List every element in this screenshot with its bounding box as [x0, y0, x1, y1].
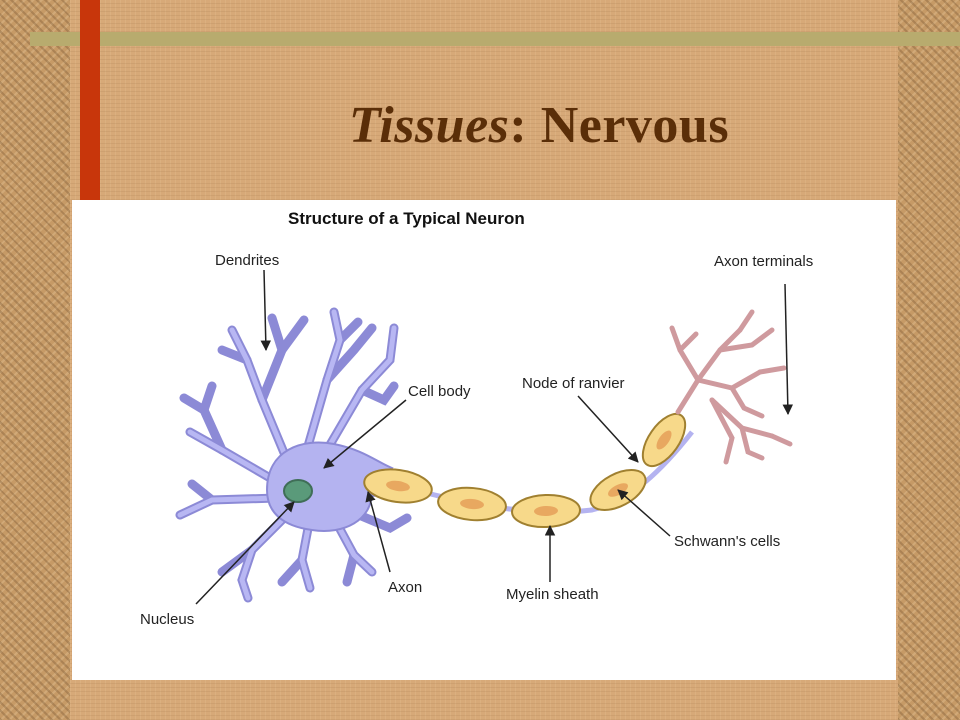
label-axon: Axon: [388, 579, 422, 596]
label-schwanns-cells: Schwann's cells: [674, 533, 780, 550]
label-cell-body: Cell body: [408, 383, 471, 400]
label-axon-terminals: Axon terminals: [714, 253, 813, 270]
label-myelin-sheath: Myelin sheath: [506, 586, 599, 603]
axon-terminals: [669, 309, 793, 465]
myelin-segments: [363, 412, 687, 529]
accent-bar: [80, 0, 100, 200]
right-texture-border: [898, 0, 960, 720]
left-texture-border: [0, 0, 70, 720]
title-rule: [30, 32, 960, 46]
leader-lines: [195, 269, 794, 605]
label-nucleus: Nucleus: [140, 611, 194, 628]
slide-title-rest: : Nervous: [509, 97, 730, 154]
cell-body: [265, 441, 394, 532]
label-node-of-ranvier: Node of ranvier: [522, 375, 625, 392]
diagram-title: Structure of a Typical Neuron: [288, 209, 525, 228]
label-dendrites: Dendrites: [215, 252, 279, 269]
dendrite-highlights: [177, 309, 397, 601]
nucleus: [283, 479, 313, 503]
slide-title-italic: Tissues: [348, 97, 510, 154]
neuron-diagram: Structure of a Typical Neuron: [140, 209, 813, 628]
slide-title: Tissues: Nervous: [0, 96, 960, 155]
neuron-diagram-panel: Structure of a Typical Neuron: [72, 200, 896, 680]
